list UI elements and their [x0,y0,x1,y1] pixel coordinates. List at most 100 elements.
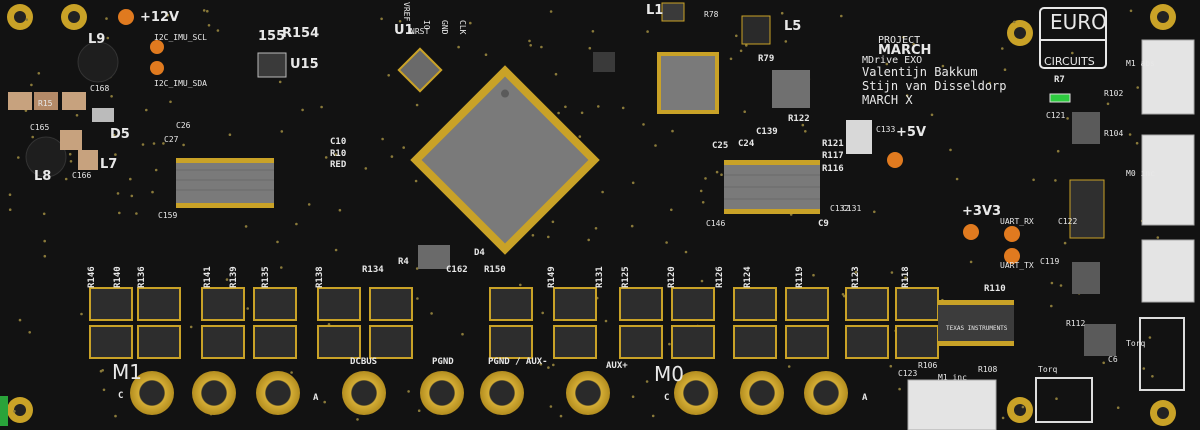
via [898,387,901,391]
via [787,365,791,368]
via [169,100,172,104]
via [905,94,909,97]
brand-author1: Valentijn Bakkum [862,65,978,79]
via [541,311,544,315]
via [559,414,563,418]
resistor-label: R126 [715,266,725,288]
label-r150: R150 [484,265,506,275]
via [531,234,535,237]
via [469,21,472,25]
via [280,266,283,269]
via [398,20,402,23]
mosfet [671,325,715,359]
mosfet [553,325,597,359]
via [152,142,156,145]
power-terminal [480,371,524,415]
via [701,201,705,204]
power-terminal [420,371,464,415]
power-terminal [674,371,718,415]
via [414,179,418,183]
label-l5: L5 [784,19,802,34]
via [43,239,46,243]
via [955,177,959,181]
via [1021,405,1025,409]
label-r4: R4 [398,257,409,267]
via [244,225,248,228]
power-terminals [130,371,848,415]
label-r117: R117 [822,151,844,161]
resistor-label: R123 [851,266,861,288]
ic-right-bottom [1084,324,1116,356]
via [415,267,419,270]
via [228,133,232,136]
via [324,156,328,159]
via [840,14,843,18]
mosfet [845,325,889,359]
resistor-label: R146 [87,266,97,288]
via [841,293,845,296]
label-c133: C133 [876,125,896,134]
label-c132: C132 [830,204,850,213]
label-r108: R108 [978,365,998,374]
resistor-label: R131 [595,266,605,288]
resistor-label: R120 [667,266,677,288]
via [549,10,553,13]
via [430,312,433,315]
via [135,212,138,215]
via [885,62,889,66]
label-c122: C122 [1058,217,1078,226]
via [554,72,558,76]
resistor-label: R149 [547,266,557,288]
via [334,153,338,156]
edge-mark [0,396,8,426]
via [166,13,170,17]
via [162,142,165,145]
label-aux-plus: AUX+ [606,361,628,371]
label-m1-abs: M1 abs [1126,59,1155,68]
label-5v: +5V [896,125,926,140]
via [1054,179,1057,182]
ic-small-left [397,47,443,93]
mosfet [89,325,133,359]
via [380,17,383,21]
label-l9: L9 [88,32,106,47]
via [1106,102,1110,106]
resistor-label: R140 [113,266,123,288]
via [80,312,83,316]
via [356,418,359,421]
via [141,143,145,146]
via [417,409,421,413]
via [642,123,645,126]
via [601,190,604,194]
via [1066,117,1069,120]
connectors-right [907,39,1195,430]
via [654,144,657,147]
label-m1-inc: M1 inc [938,373,967,382]
via [320,105,323,109]
via [739,49,743,53]
label-torq-conn: Torq [1126,339,1146,348]
label-uart-tx: UART_TX [1000,261,1034,270]
via [415,103,419,107]
via [30,83,33,87]
label-c139: C139 [756,127,778,137]
label-gnd: GND [440,20,449,35]
inductors [25,2,771,178]
label-c159: C159 [158,211,178,220]
mosfet [137,325,181,359]
via [1156,236,1160,239]
via [780,11,784,15]
label-155: 155 [258,29,286,44]
mosfet [671,287,715,321]
via [519,283,522,287]
via [461,332,464,336]
via [334,248,338,252]
via [37,72,41,75]
via [102,388,106,392]
via [630,224,634,228]
via [889,364,893,368]
via [854,270,858,274]
label-c166: C166 [72,171,92,180]
via [276,240,279,244]
